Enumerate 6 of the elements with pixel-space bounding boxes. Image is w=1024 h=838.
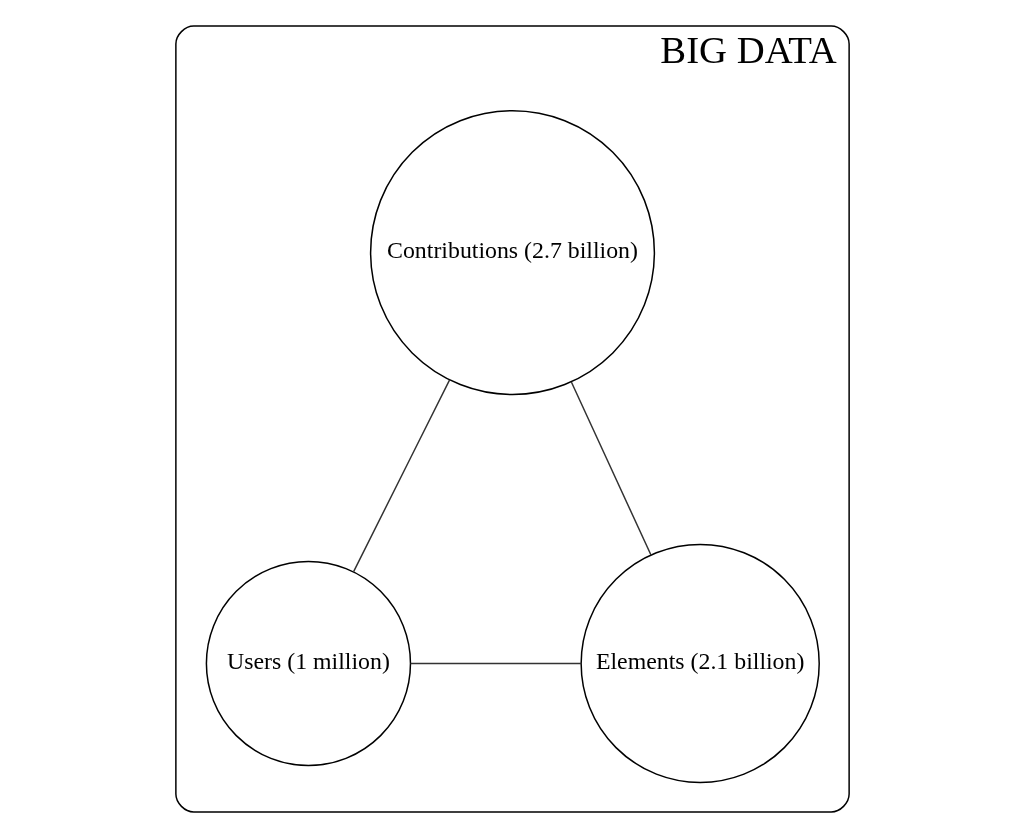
node-circle: Contributions (2.7 billion): [369, 110, 655, 396]
connector: [352, 379, 450, 573]
connector: [570, 381, 652, 556]
node-circle: Users (1 million): [205, 560, 411, 767]
node-circle: Elements (2.1 billion): [579, 543, 820, 784]
connector: [409, 662, 582, 665]
